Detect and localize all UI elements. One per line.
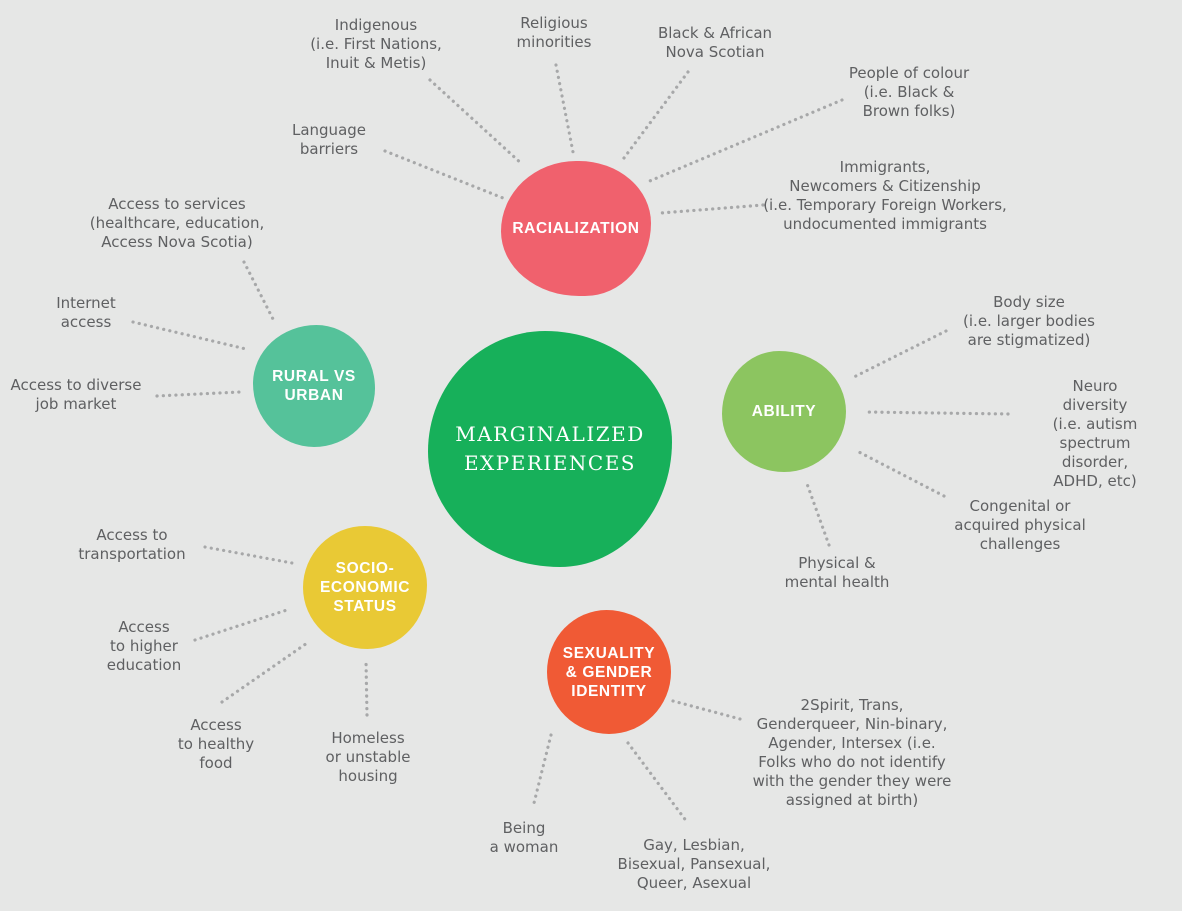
connector-indigenous xyxy=(428,78,525,167)
item-housing: Homeless or unstable housing xyxy=(325,729,411,785)
item-body-size: Body size (i.e. larger bodies are stigma… xyxy=(963,293,1095,349)
item-access-to-transportation: Access to transportation xyxy=(78,526,186,563)
item-neuro-diversity: Neuro diversity (i.e. autism spectrum di… xyxy=(1052,377,1138,490)
item-indigenous: Indigenous (i.e. First Nations, Inuit & … xyxy=(310,16,442,72)
connector-higher-ed xyxy=(193,607,292,642)
racialization-label: RACIALIZATION xyxy=(512,220,640,237)
ability-label: ABILITY xyxy=(751,403,817,420)
item-people-of-colour: People of colour (i.e. Black & Brown fol… xyxy=(848,64,970,120)
connector-housing xyxy=(364,659,369,717)
connector-jobs xyxy=(155,390,242,398)
item-healthy-food: Access to healthy food xyxy=(177,716,255,772)
racialization-blob: RACIALIZATION xyxy=(501,161,651,296)
sexuality-gender-label: SEXUALITY & GENDER IDENTITY xyxy=(562,644,656,700)
item-diverse-job-market: Access to diverse job market xyxy=(10,376,142,413)
item-religious-minorities: Religious minorities xyxy=(516,14,592,51)
item-internet-access: Internet access xyxy=(56,294,116,331)
rural-urban-blob: RURAL VS URBAN xyxy=(253,325,375,447)
connector-internet xyxy=(131,320,248,351)
socio-economic-label: SOCIO- ECONOMIC STATUS xyxy=(319,560,411,615)
connector-religious xyxy=(554,63,575,154)
sexuality-gender-blob: SEXUALITY & GENDER IDENTITY xyxy=(547,610,671,734)
item-congenital-challenges: Congenital or acquired physical challeng… xyxy=(954,497,1086,553)
item-black-african-nova-scotian: Black & African Nova Scotian xyxy=(657,24,773,61)
item-higher-education: Access to higher education xyxy=(106,618,182,674)
item-access-to-services: Access to services (healthcare, educatio… xyxy=(89,195,265,251)
center-blob: MARGINALIZED EXPERIENCES xyxy=(428,331,672,567)
connector-gay xyxy=(626,741,689,824)
connector-food xyxy=(220,639,312,704)
connector-black xyxy=(622,70,690,160)
item-language-barriers: Language barriers xyxy=(291,121,367,158)
item-immigrants: Immigrants, Newcomers & Citizenship (i.e… xyxy=(763,158,1007,233)
connector-immigrants xyxy=(659,203,765,215)
center-title: MARGINALIZED EXPERIENCES xyxy=(455,422,645,475)
item-being-a-woman: Being a woman xyxy=(489,819,559,856)
connector-woman xyxy=(532,733,553,805)
item-2spirit-trans: 2Spirit, Trans, Genderqueer, Nin-binary,… xyxy=(752,696,952,809)
connector-physical xyxy=(804,479,831,547)
connector-poc xyxy=(643,98,844,185)
connector-transportation xyxy=(203,545,294,565)
connector-language xyxy=(383,149,505,200)
connector-services xyxy=(242,260,276,323)
connector-neuro xyxy=(863,410,1010,416)
connector-body xyxy=(850,329,948,380)
item-physical-mental-health: Physical & mental health xyxy=(784,554,890,591)
item-gay-lesbian: Gay, Lesbian, Bisexual, Pansexual, Queer… xyxy=(617,836,771,892)
connector-congenital xyxy=(855,449,946,498)
ability-blob: ABILITY xyxy=(722,351,846,472)
socio-economic-blob: SOCIO- ECONOMIC STATUS xyxy=(303,526,427,649)
rural-urban-label: RURAL VS URBAN xyxy=(272,368,356,404)
connector-twospirit xyxy=(671,699,742,721)
